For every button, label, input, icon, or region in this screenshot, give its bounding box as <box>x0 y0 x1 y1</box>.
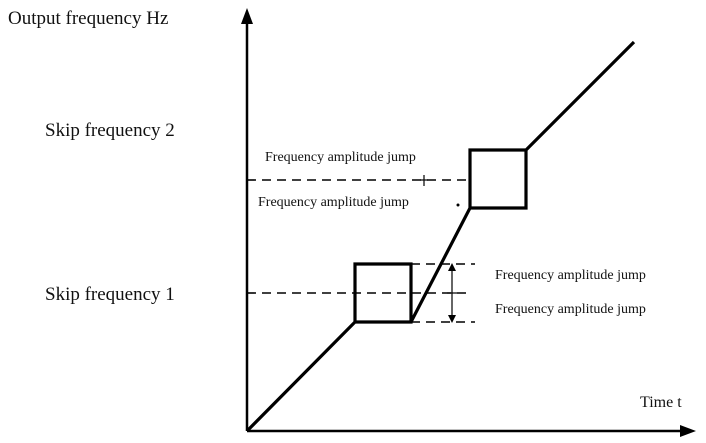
skip2-upper-jump-label: Frequency amplitude jump <box>265 150 416 165</box>
skip-frequency-1-label: Skip frequency 1 <box>45 284 175 305</box>
skip2-lower-dot <box>456 203 460 207</box>
y-axis-arrow <box>241 8 253 24</box>
x-axis-arrow <box>680 425 696 437</box>
y-axis-label: Output frequency Hz <box>8 8 168 29</box>
frequency-curve <box>245 40 636 433</box>
x-axis-label: Time t <box>640 394 682 411</box>
skip-frequency-2-label: Skip frequency 2 <box>45 120 175 141</box>
skip1-band-arrow-top <box>448 263 456 271</box>
skip2-lower-jump-label: Frequency amplitude jump <box>258 195 409 210</box>
skip1-band-arrow-bottom <box>448 315 456 323</box>
skip1-upper-jump-label: Frequency amplitude jump <box>495 268 646 283</box>
skip1-lower-jump-label: Frequency amplitude jump <box>495 302 646 317</box>
